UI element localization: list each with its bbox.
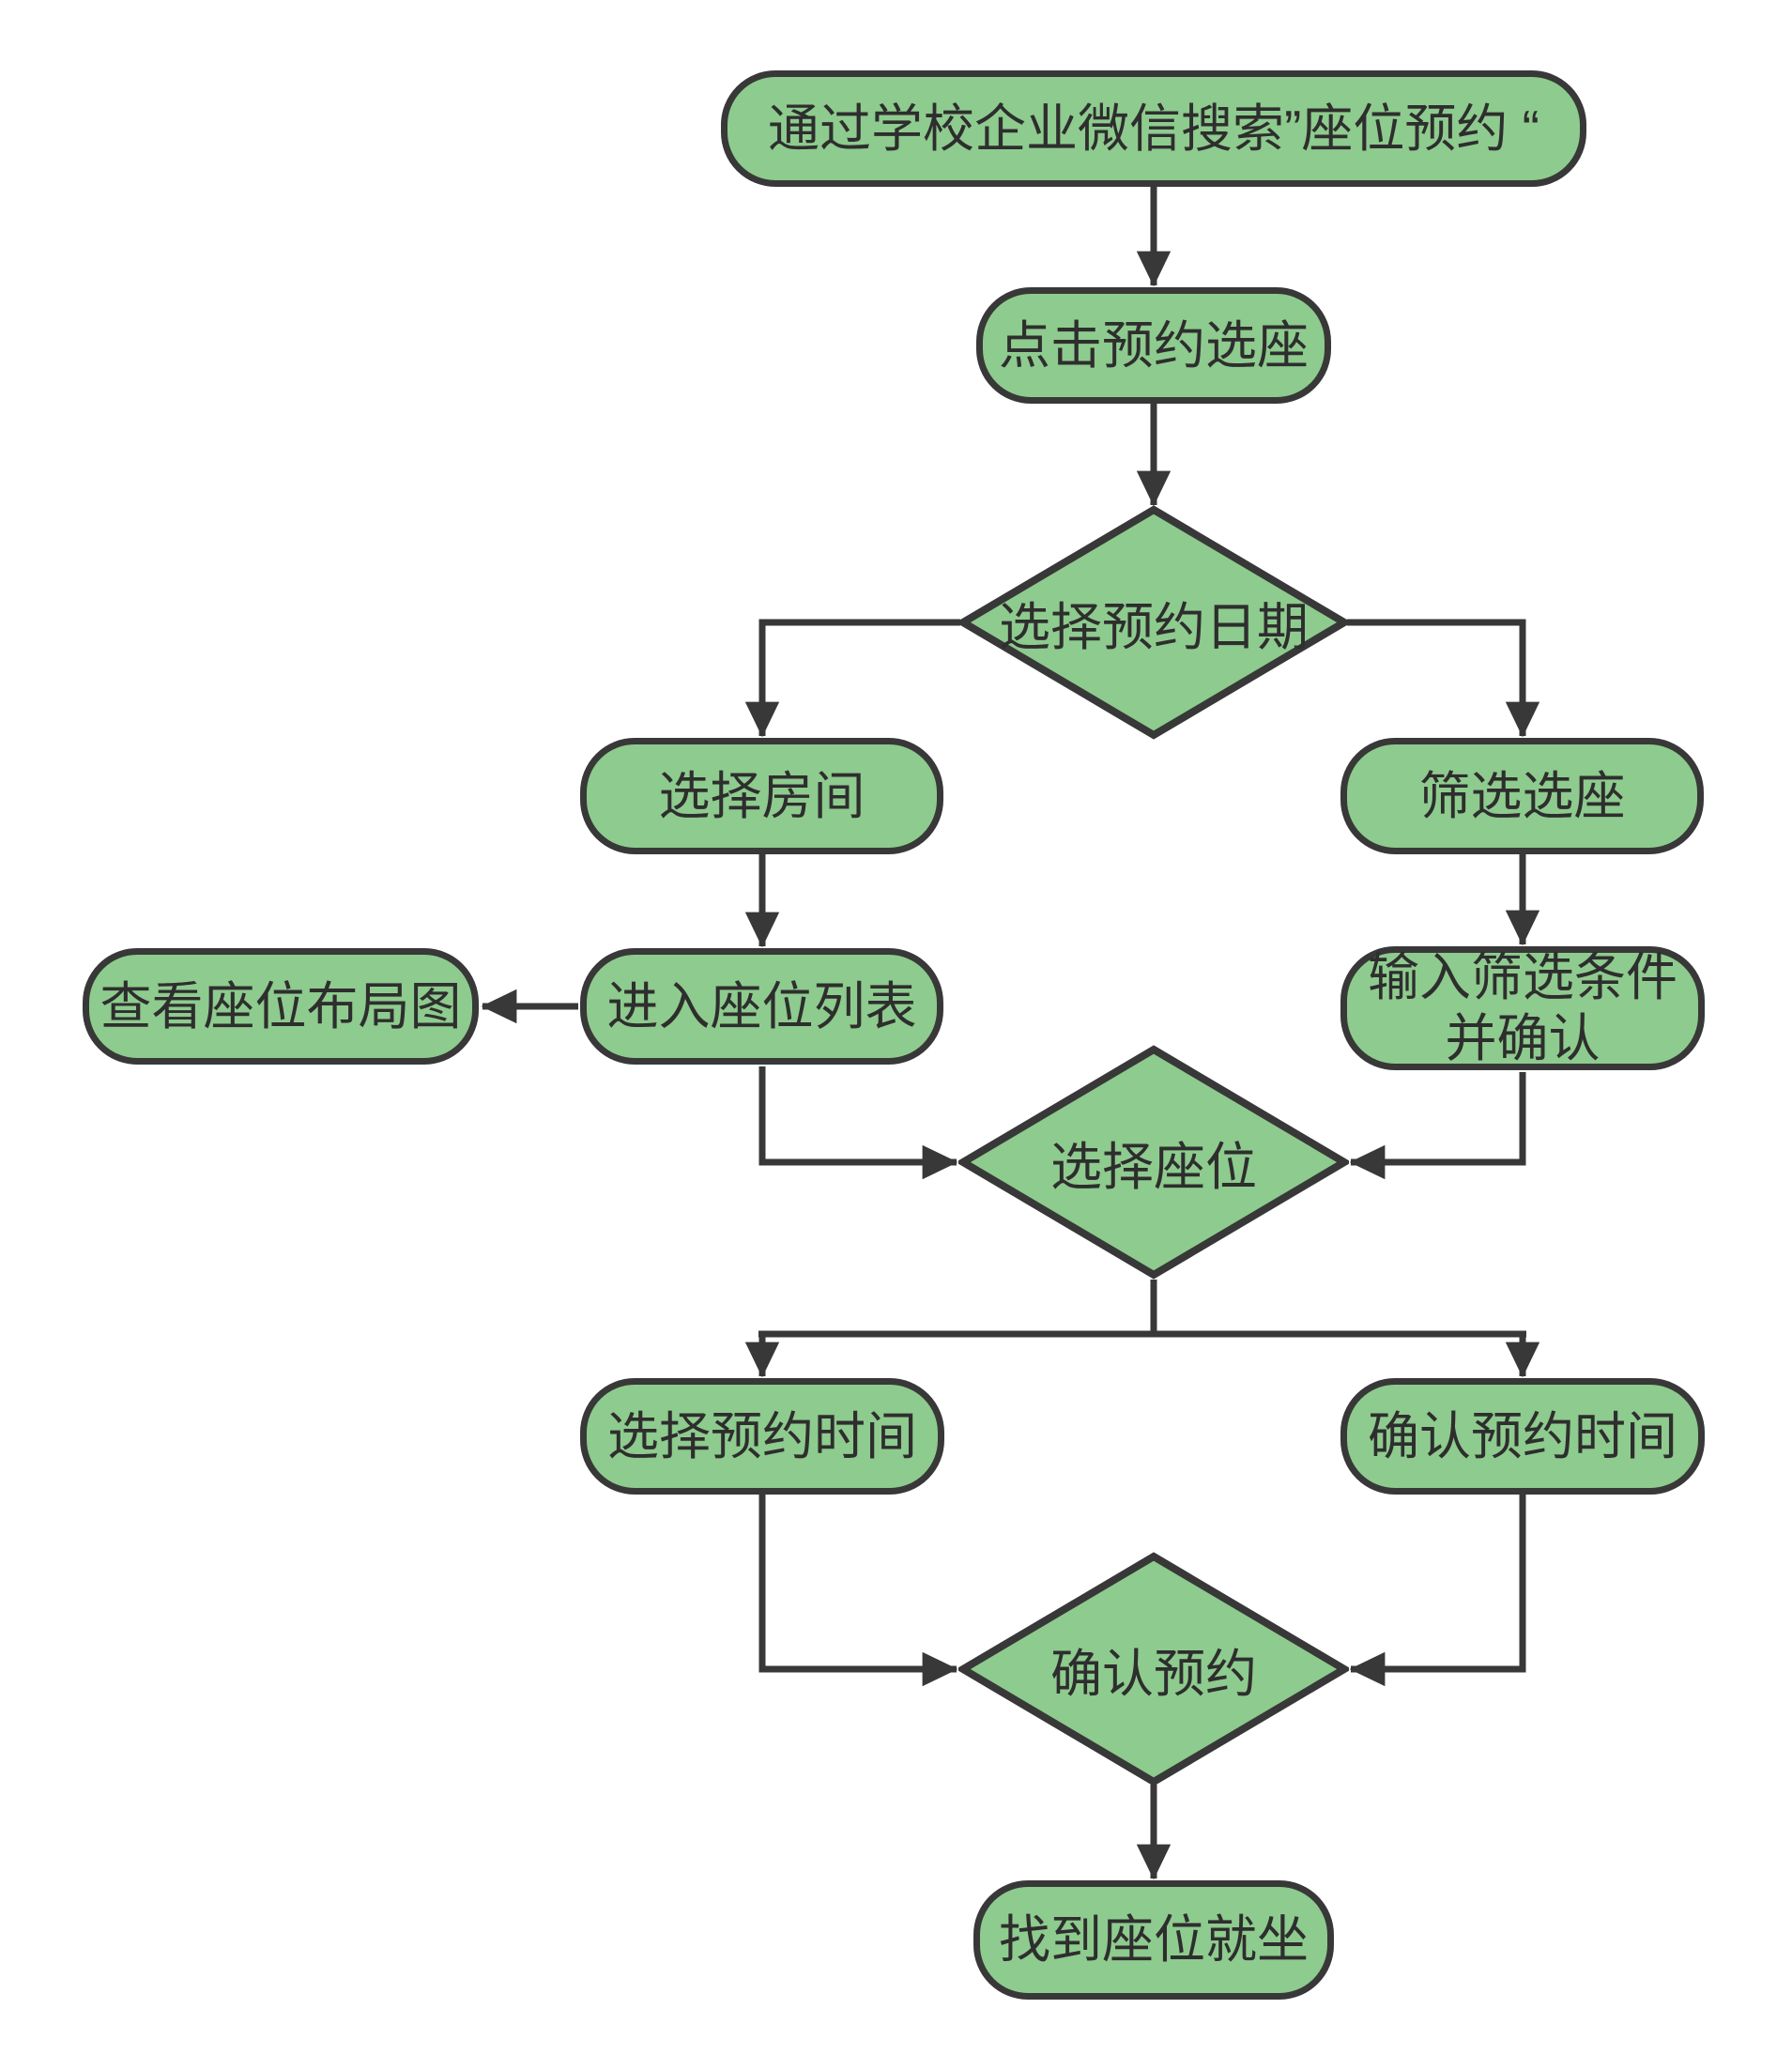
connector-date-to-filter [1347,619,1540,738]
connector-list-to-seat [758,1066,958,1180]
node-choose-room-label: 选择房间 [658,766,865,825]
node-search-wechat-label: 通过学校企业微信搜索”座位预约 “ [768,99,1539,158]
node-choose-time-label: 选择预约时间 [606,1406,917,1465]
node-input-filter: 输入筛选条件 并确认 [1340,946,1705,1070]
node-choose-time: 选择预约时间 [580,1378,944,1495]
node-enter-seat-list: 进入座位列表 [580,948,943,1065]
node-click-reserve: 点击预约选座 [976,287,1331,404]
decision-confirm-reservation-label: 确认预约 [1049,1645,1257,1703]
decision-choose-seat: 选择座位 [958,1045,1349,1280]
diamond-shape [958,1045,1349,1280]
decision-choose-seat-label: 选择座位 [1049,1138,1257,1196]
node-click-reserve-label: 点击预约选座 [998,315,1309,375]
node-input-filter-line1: 输入筛选条件 [1367,948,1677,1007]
node-filter-seat: 筛选选座 [1340,738,1704,854]
connector-input-to-seat [1349,1072,1526,1180]
node-sit-down: 找到座位就坐 [973,1880,1334,2000]
connector-choose-time-to-confirm [758,1494,958,1687]
connector-date-to-room [744,619,960,738]
node-confirm-time-label: 确认预约时间 [1367,1406,1677,1465]
node-search-wechat: 通过学校企业微信搜索”座位预约 “ [721,70,1586,187]
decision-confirm-reservation: 确认预约 [958,1552,1349,1786]
node-choose-room: 选择房间 [580,738,943,854]
diamond-shape [958,1552,1349,1786]
node-sit-down-label: 找到座位就坐 [998,1910,1309,1970]
node-view-layout: 查看座位布局图 [83,948,479,1065]
decision-choose-date: 选择预约日期 [958,505,1349,740]
diamond-shape [958,505,1349,740]
connector-confirm-time-to-confirm [1349,1494,1526,1687]
node-filter-seat-label: 筛选选座 [1418,766,1626,825]
node-enter-seat-list-label: 进入座位列表 [606,976,917,1035]
node-view-layout-label: 查看座位布局图 [100,976,462,1035]
decision-choose-date-label: 选择预约日期 [998,598,1309,656]
node-confirm-time: 确认预约时间 [1340,1378,1705,1495]
node-input-filter-line2: 并确认 [1445,1009,1601,1067]
